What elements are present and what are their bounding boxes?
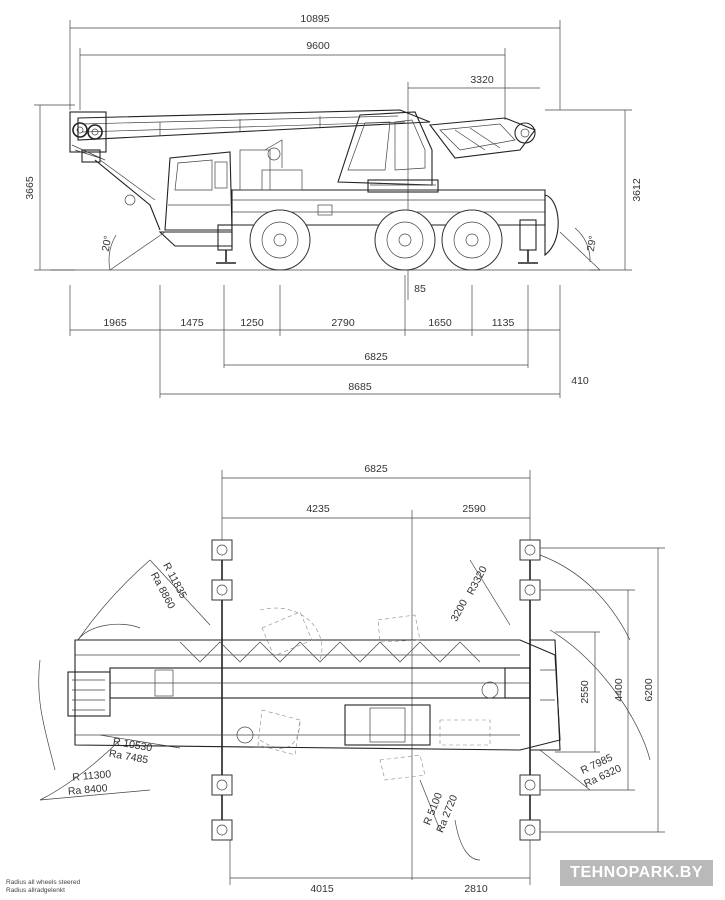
label-r-top-rear: R3320 <box>465 564 490 597</box>
radius-legend: Radius all wheels steered Radius allradg… <box>6 879 80 895</box>
dim-seg-2: 1475 <box>180 317 204 329</box>
dim-front-to-center: 4235 <box>306 503 330 515</box>
dim-chassis-length: 8685 <box>348 381 372 393</box>
dim-ground-clearance: 85 <box>414 283 426 295</box>
dim-bottom-right: 2810 <box>464 883 488 895</box>
dim-width-2: 4400 <box>613 678 625 702</box>
angle-front: 20° <box>100 235 115 253</box>
top-view: 6825 4235 2590 R 11835 R <box>38 463 665 895</box>
dim-rear-extra: 410 <box>571 375 589 387</box>
driver-cab <box>164 151 233 231</box>
dim-rear-overhang: 3320 <box>470 74 494 86</box>
crane-cab <box>337 111 439 193</box>
label-r-top-inner: 3200 <box>449 597 471 623</box>
approach-angles: 20° 29° <box>100 227 601 271</box>
dim-seg-3: 1250 <box>240 317 264 329</box>
label-r-left-2: R 11300 <box>72 768 112 783</box>
top-width-dimensions: 2550 4400 6200 <box>540 547 665 833</box>
legend-line-1: Radius all wheels steered <box>6 879 81 886</box>
dim-overall-length: 10895 <box>300 13 329 25</box>
dim-width-3: 6200 <box>643 678 655 702</box>
dim-seg-5: 1650 <box>428 317 452 329</box>
turning-radius-arcs <box>38 554 651 861</box>
boom <box>69 109 431 231</box>
label-ra-left-2: Ra 8400 <box>67 782 108 797</box>
side-view: 10895 9600 3320 3665 3612 <box>24 13 643 398</box>
dim-seg-6: 1135 <box>492 317 515 329</box>
angle-rear: 29° <box>585 235 600 253</box>
dim-top-outrigger-length: 6825 <box>364 463 388 475</box>
legend-line-2: Radius allradgelenkt <box>6 887 65 894</box>
outriggers-top <box>211 539 541 841</box>
side-segment-dimensions: 1965 1475 1250 2790 1650 1135 6825 8685 … <box>69 285 589 398</box>
dim-outrigger-base: 6825 <box>364 351 388 363</box>
dim-height-left: 3665 <box>24 176 36 200</box>
carrier-plan <box>67 611 561 781</box>
watermark-logo: TEHNOPARK.BY <box>560 860 713 886</box>
wheels-side <box>249 209 503 271</box>
top-view-top-dimensions: 6825 4235 2590 <box>221 463 531 880</box>
dim-width-1: 2550 <box>579 680 591 704</box>
dim-height-right: 3612 <box>631 178 643 202</box>
luffing-cylinder <box>428 117 536 159</box>
dim-seg-4: 2790 <box>331 317 355 329</box>
side-height-dimensions: 3665 3612 <box>24 104 643 271</box>
top-bottom-dimensions: 4015 2810 <box>229 840 531 895</box>
dim-seg-1: 1965 <box>103 317 127 329</box>
dim-bottom-left: 4015 <box>310 883 334 895</box>
dim-center-to-rear: 2590 <box>462 503 486 515</box>
dim-boom-length: 9600 <box>306 40 330 52</box>
